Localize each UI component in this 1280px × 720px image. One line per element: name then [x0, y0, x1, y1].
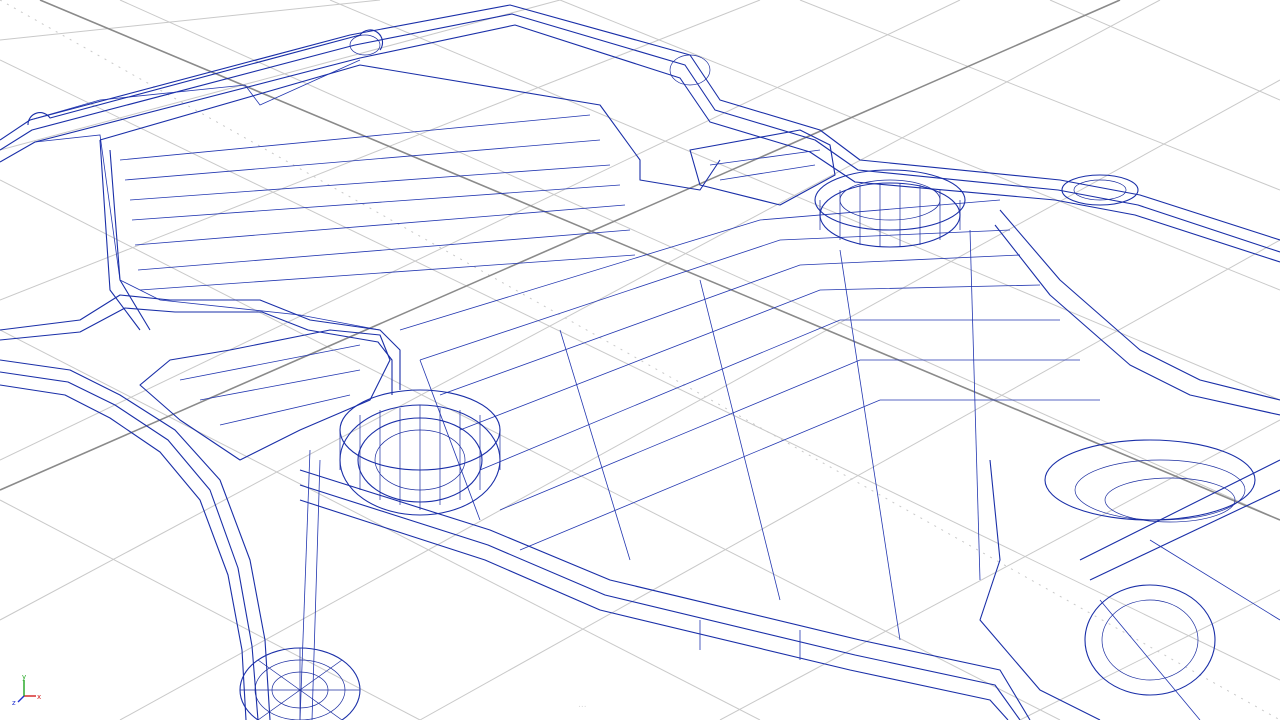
ground-grid-axes	[0, 0, 1280, 521]
model-front-rail	[299, 449, 1031, 720]
axis-gizmo: x y z	[12, 673, 41, 707]
y-axis-label: y	[22, 673, 26, 681]
pocket-top-center	[689, 129, 836, 206]
cylinder-boss-bottom	[239, 647, 361, 720]
viewport-status-text: ...	[578, 700, 587, 710]
cylinder-boss-top	[814, 169, 966, 248]
model-outer-rim	[0, 4, 1280, 720]
z-axis-line	[17, 695, 25, 703]
model-floor	[399, 199, 1100, 641]
z-axis-label: z	[12, 699, 16, 707]
model-right-side	[979, 209, 1280, 720]
x-axis-label: x	[37, 693, 41, 701]
cylinder-boss-right	[1044, 174, 1256, 696]
bracket-top-left	[27, 29, 711, 461]
cylinder-boss-left	[339, 389, 501, 516]
model-left-pocket	[99, 64, 721, 331]
